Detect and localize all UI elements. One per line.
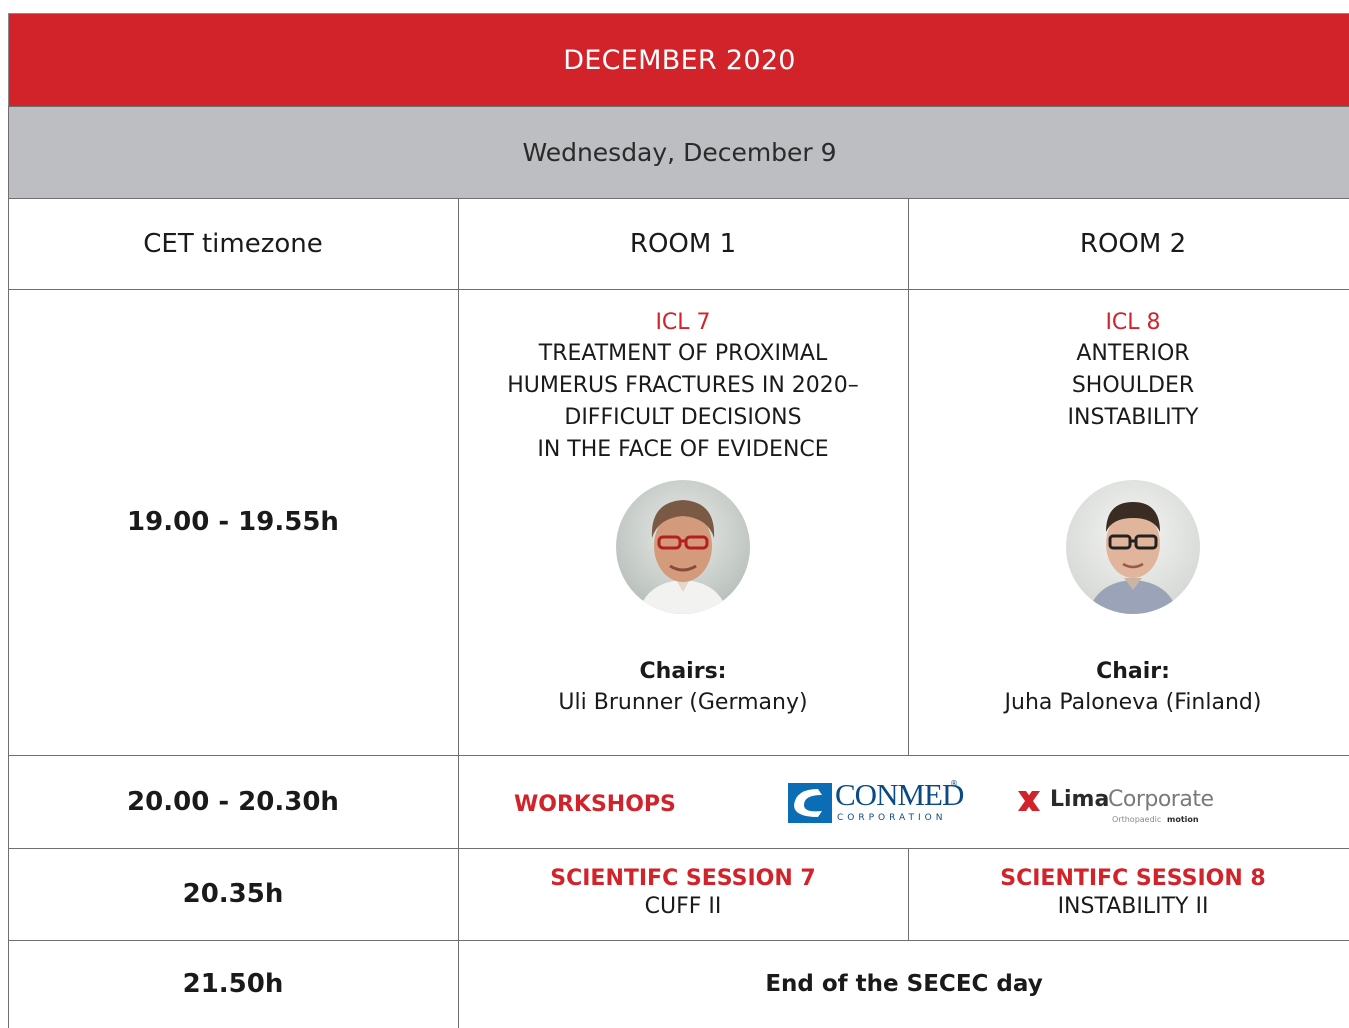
chair-name: Uli Brunner (Germany) — [558, 690, 808, 715]
session1-time-cell: 19.00 - 19.55h — [8, 289, 458, 755]
chair-photo — [616, 480, 750, 614]
left-border — [8, 106, 9, 1028]
conmed-subtitle: CORPORATION — [837, 813, 947, 823]
conmed-mark-icon — [788, 783, 832, 823]
schedule-table: DECEMBER 2020 Wednesday, December 9 CET … — [8, 13, 1349, 1028]
column-header-room2: ROOM 2 — [1079, 228, 1187, 259]
chair-name: Juha Paloneva (Finland) — [1004, 690, 1262, 715]
session4-time-cell: 21.50h — [8, 940, 458, 1028]
header-room1: ROOM 1 — [458, 198, 908, 289]
day-header: Wednesday, December 9 — [8, 106, 1349, 198]
chair-portrait-icon — [1066, 480, 1200, 614]
session-title-line: DIFFICULT DECISIONS — [564, 405, 802, 430]
month-title: DECEMBER 2020 — [563, 44, 796, 76]
session-title-line: INSTABILITY — [1067, 405, 1199, 430]
lima-wordmark-bold: Lima — [1050, 787, 1110, 812]
session-title: INSTABILITY II — [1057, 894, 1209, 919]
header-room2: ROOM 2 — [908, 198, 1349, 289]
chair-label: Chair: — [1096, 659, 1170, 684]
row-divider — [8, 940, 1349, 941]
lima-tagline: Orthopaedic — [1112, 815, 1162, 824]
day-title: Wednesday, December 9 — [522, 138, 837, 167]
session-time: 20.35h — [182, 879, 284, 909]
end-of-day-note: End of the SECEC day — [765, 971, 1043, 997]
row-divider — [8, 848, 1349, 849]
conmed-registered-mark: ® — [950, 779, 958, 788]
lima-tagline-motion: motion — [1167, 815, 1199, 824]
column-divider — [908, 848, 909, 940]
column-divider — [908, 198, 909, 755]
session-title-line: TREATMENT OF PROXIMAL — [538, 341, 828, 366]
session-code: ICL 7 — [655, 310, 711, 335]
session-code: ICL 8 — [1105, 310, 1161, 335]
session-code: SCIENTIFC SESSION 7 — [550, 866, 816, 891]
workshops-label: WORKSHOPS — [514, 792, 676, 817]
conmed-logo: CONMED ® CORPORATION — [788, 777, 964, 825]
chair-portrait-icon — [616, 480, 750, 614]
column-header-room1: ROOM 1 — [629, 228, 737, 259]
lima-mark-icon — [1018, 791, 1040, 811]
session-title: CUFF II — [644, 894, 722, 919]
session4-note-cell: End of the SECEC day — [458, 940, 1349, 1028]
column-divider — [458, 198, 459, 1028]
session-title-line: ANTERIOR — [1076, 341, 1190, 366]
session1-room2-cell: ICL 8 ANTERIOR SHOULDER INSTABILITY Chai… — [908, 289, 1349, 755]
month-header: DECEMBER 2020 — [8, 13, 1349, 106]
workshops-cell: WORKSHOPS CONMED ® CORPORATION Lima Corp… — [458, 755, 1349, 848]
session-time: 21.50h — [182, 969, 284, 999]
chair-photo — [1066, 480, 1200, 614]
session3-room1-cell: SCIENTIFC SESSION 7 CUFF II — [458, 848, 908, 940]
session2-time-cell: 20.00 - 20.30h — [8, 755, 458, 848]
row-divider — [8, 198, 1349, 199]
session-title-line: IN THE FACE OF EVIDENCE — [537, 437, 829, 462]
session1-room1-cell: ICL 7 TREATMENT OF PROXIMAL HUMERUS FRAC… — [458, 289, 908, 755]
lima-logo: Lima Corporate Orthopaedic motion — [1016, 785, 1226, 825]
row-divider — [8, 755, 1349, 756]
lima-wordmark-light: Corporate — [1108, 787, 1214, 812]
header-time: CET timezone — [8, 198, 458, 289]
session3-time-cell: 20.35h — [8, 848, 458, 940]
session-time: 20.00 - 20.30h — [127, 786, 339, 817]
session3-room2-cell: SCIENTIFC SESSION 8 INSTABILITY II — [908, 848, 1349, 940]
chair-label: Chairs: — [639, 659, 727, 684]
column-header-time: CET timezone — [143, 228, 323, 259]
row-divider — [8, 289, 1349, 290]
conmed-wordmark: CONMED — [835, 777, 964, 812]
session-title-line: SHOULDER — [1071, 373, 1195, 398]
session-time: 19.00 - 19.55h — [127, 507, 339, 537]
session-title-line: HUMERUS FRACTURES IN 2020– — [507, 373, 859, 398]
session-code: SCIENTIFC SESSION 8 — [1000, 866, 1266, 891]
